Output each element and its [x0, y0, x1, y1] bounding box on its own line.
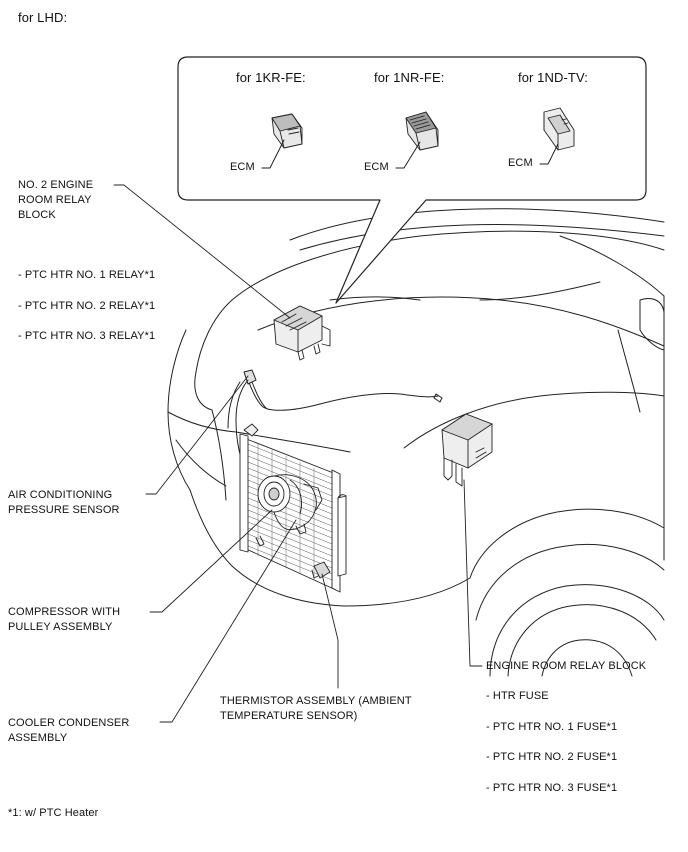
engine-label-1kr: for 1KR-FE: [236, 70, 306, 85]
compressor-label: COMPRESSOR WITH PULLEY ASSEMBLY [8, 606, 121, 633]
engine-room-relay-block-part [441, 413, 493, 487]
callout-bubble [177, 56, 647, 304]
ecm-1kr-icon [271, 113, 303, 149]
cooler-condenser-part [239, 423, 347, 593]
car-body-outline [167, 208, 665, 677]
no2-relay-block-label: NO. 2 ENGINE ROOM RELAY BLOCK [18, 179, 94, 221]
thermistor-label: THERMISTOR ASSEMBLY (AMBIENT TEMPERATURE… [220, 695, 412, 722]
ecm-leaders [261, 139, 559, 169]
relay-item-3: - PTC HTR NO. 3 RELAY*1 [18, 330, 156, 342]
engine-label-1nr: for 1NR-FE: [374, 70, 445, 85]
ac-pressure-sensor-label: AIR CONDITIONING PRESSURE SENSOR [8, 489, 120, 516]
fuse-item-2: - PTC HTR NO. 2 FUSE*1 [486, 751, 618, 763]
footnote: *1: w/ PTC Heater [8, 807, 99, 819]
ecm-label-1nd: ECM [508, 157, 533, 169]
fuse-item-1: - PTC HTR NO. 1 FUSE*1 [486, 721, 618, 733]
leader-lines [113, 184, 483, 723]
no2-relay-block-part [273, 305, 331, 361]
ecm-label-1nr: ECM [364, 161, 389, 173]
relay-item-2: - PTC HTR NO. 2 RELAY*1 [18, 300, 156, 312]
fuse-item-htr: - HTR FUSE [486, 690, 549, 702]
ecm-1nr-icon [405, 111, 439, 151]
relay-item-1: - PTC HTR NO. 1 RELAY*1 [18, 269, 156, 281]
ecm-label-1kr: ECM [230, 161, 255, 173]
thermistor-part [311, 561, 331, 579]
ecm-1nd-icon [543, 107, 575, 151]
fuse-item-3: - PTC HTR NO. 3 FUSE*1 [486, 782, 618, 794]
engine-label-1nd: for 1ND-TV: [518, 70, 588, 85]
ac-pipe [227, 369, 443, 471]
engine-room-relay-block-label: ENGINE ROOM RELAY BLOCK [486, 660, 647, 672]
page-title: for LHD: [18, 10, 68, 25]
condenser-label: COOLER CONDENSER ASSEMBLY [8, 717, 130, 744]
compressor-part [257, 474, 323, 535]
